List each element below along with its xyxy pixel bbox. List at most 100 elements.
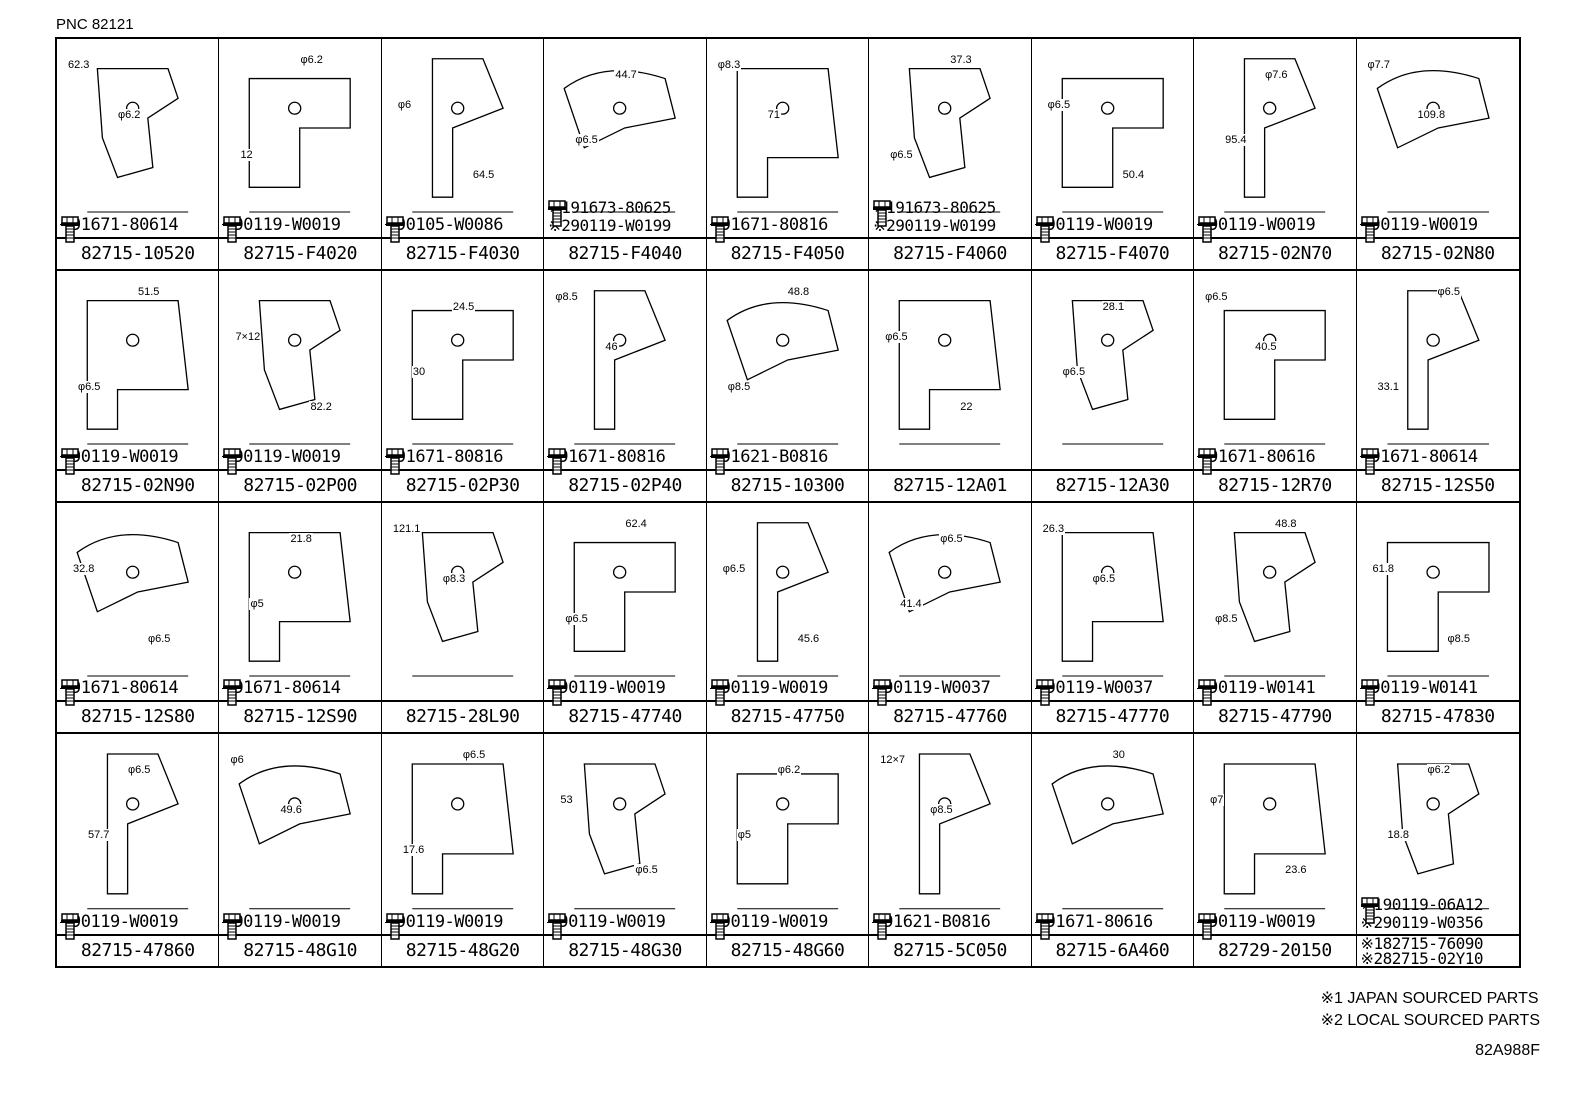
dimension-label: φ6.2: [299, 54, 324, 66]
bolt-callout: 90119-W0019: [222, 447, 341, 475]
dimension-label: φ8.5: [726, 380, 752, 393]
dimension-label: φ6: [396, 99, 413, 111]
part-number: 82715-47860: [57, 934, 219, 966]
part-number: 82715-10520: [57, 236, 219, 269]
bolt-callout: ※191673-80625※290119-W0199: [548, 198, 671, 235]
part-number: 82715-02N70: [1194, 236, 1356, 269]
part-number: 82715-F4060: [869, 236, 1031, 269]
dimension-label: φ6.5: [889, 149, 914, 161]
bolt-part-number: 91671-80816: [395, 446, 504, 467]
dimension-label: 7×12: [234, 330, 262, 343]
bolt-callout: 91671-80816: [709, 214, 829, 243]
part-number-line: ※182715-76090: [1360, 934, 1484, 953]
dimension-label: 22: [959, 400, 974, 413]
bolt-callout: 91671-80616: [1197, 446, 1316, 475]
bolt-part-number: 91621-B0816: [883, 912, 991, 932]
part-number: 82715-48G30: [544, 934, 706, 966]
bracket-illustration: [726, 301, 839, 445]
dimension-label: 50.4: [1121, 169, 1146, 181]
dimension-label: 21.8: [289, 532, 313, 545]
drawing-code: 82A988F: [1475, 1042, 1540, 1059]
bolt-part-number: 91671-80614: [71, 678, 179, 699]
dimension-label: φ6.5: [634, 864, 659, 877]
part-number: 82715-5C050: [869, 934, 1031, 966]
dimension-label: φ5: [249, 597, 265, 610]
part-number: 82715-F4070: [1031, 236, 1194, 269]
bolt-part-number: 91671-80816: [720, 214, 829, 235]
dimension-label: φ5: [736, 829, 753, 842]
bracket-illustration: [574, 289, 676, 445]
part-number: 82715-F4050: [706, 236, 869, 269]
part-number: 82715-47830: [1356, 700, 1519, 732]
part-number: 82715-48G60: [706, 934, 869, 966]
bolt-part-number: ※190119-06A12: [1360, 895, 1484, 914]
dimension-label: φ6.5: [1061, 365, 1087, 378]
bracket-illustration: [736, 773, 839, 910]
part-number: 82715-12S90: [219, 700, 381, 732]
bracket-illustration: [1386, 541, 1490, 677]
bolt-part-number: 90119-W0019: [1208, 214, 1316, 235]
part-number-line: ※282715-02Y10: [1360, 949, 1484, 968]
part-number: ※182715-76090※282715-02Y10: [1356, 934, 1519, 968]
dimension-label: φ7.6: [1264, 69, 1289, 81]
dimension-label: 26.3: [1041, 522, 1066, 535]
dimension-label: 17.6: [401, 844, 426, 857]
dimension-label: 82.2: [309, 400, 333, 413]
dimension-label: 45.6: [796, 632, 821, 645]
bolt-callout: 90119-W0141: [1197, 678, 1316, 706]
dimension-label: φ6.5: [721, 562, 747, 575]
bracket-illustration: [1061, 77, 1164, 213]
dimension-label: φ6.5: [147, 632, 172, 645]
part-number: 82715-48G20: [381, 934, 544, 966]
bolt-part-number: 91671-80616: [1208, 446, 1316, 467]
bolt-part-number: 91621-B0816: [720, 446, 829, 467]
note-japan: ※1 JAPAN SOURCED PARTS: [1320, 990, 1539, 1007]
bolt-part-number: 91671-80614: [1370, 446, 1479, 467]
bolt-part-number: 91671-80816: [558, 446, 666, 467]
dimension-label: φ6: [229, 754, 245, 767]
part-number: 82715-47760: [869, 700, 1031, 732]
dimension-label: 57.7: [87, 829, 111, 842]
bracket-illustration: [1223, 763, 1327, 910]
bolt-part-number: 90119-W0037: [1045, 678, 1154, 699]
bolt-callout: 90119-W0019: [547, 678, 666, 706]
dimension-label: φ8.5: [554, 290, 579, 303]
dimension-label: φ6.5: [1204, 290, 1229, 303]
part-number: 82715-12R70: [1194, 468, 1356, 501]
part-number: 82715-6A460: [1031, 934, 1194, 966]
bolt-callout: 90119-W0019: [384, 912, 503, 940]
dimension-label: 95.4: [1224, 134, 1248, 146]
dimension-label: φ7.7: [1366, 59, 1391, 71]
bolt-callout: 91671-80614: [60, 215, 179, 243]
bolt-callout: 90119-W0019: [60, 447, 179, 475]
bolt-callout: ※190119-06A12※290119-W0356: [1360, 895, 1484, 932]
bolt-callout: 90119-W0019: [222, 912, 341, 940]
dimension-label: φ8.3: [716, 59, 742, 71]
bolt-callout: 91671-80614: [60, 678, 179, 706]
